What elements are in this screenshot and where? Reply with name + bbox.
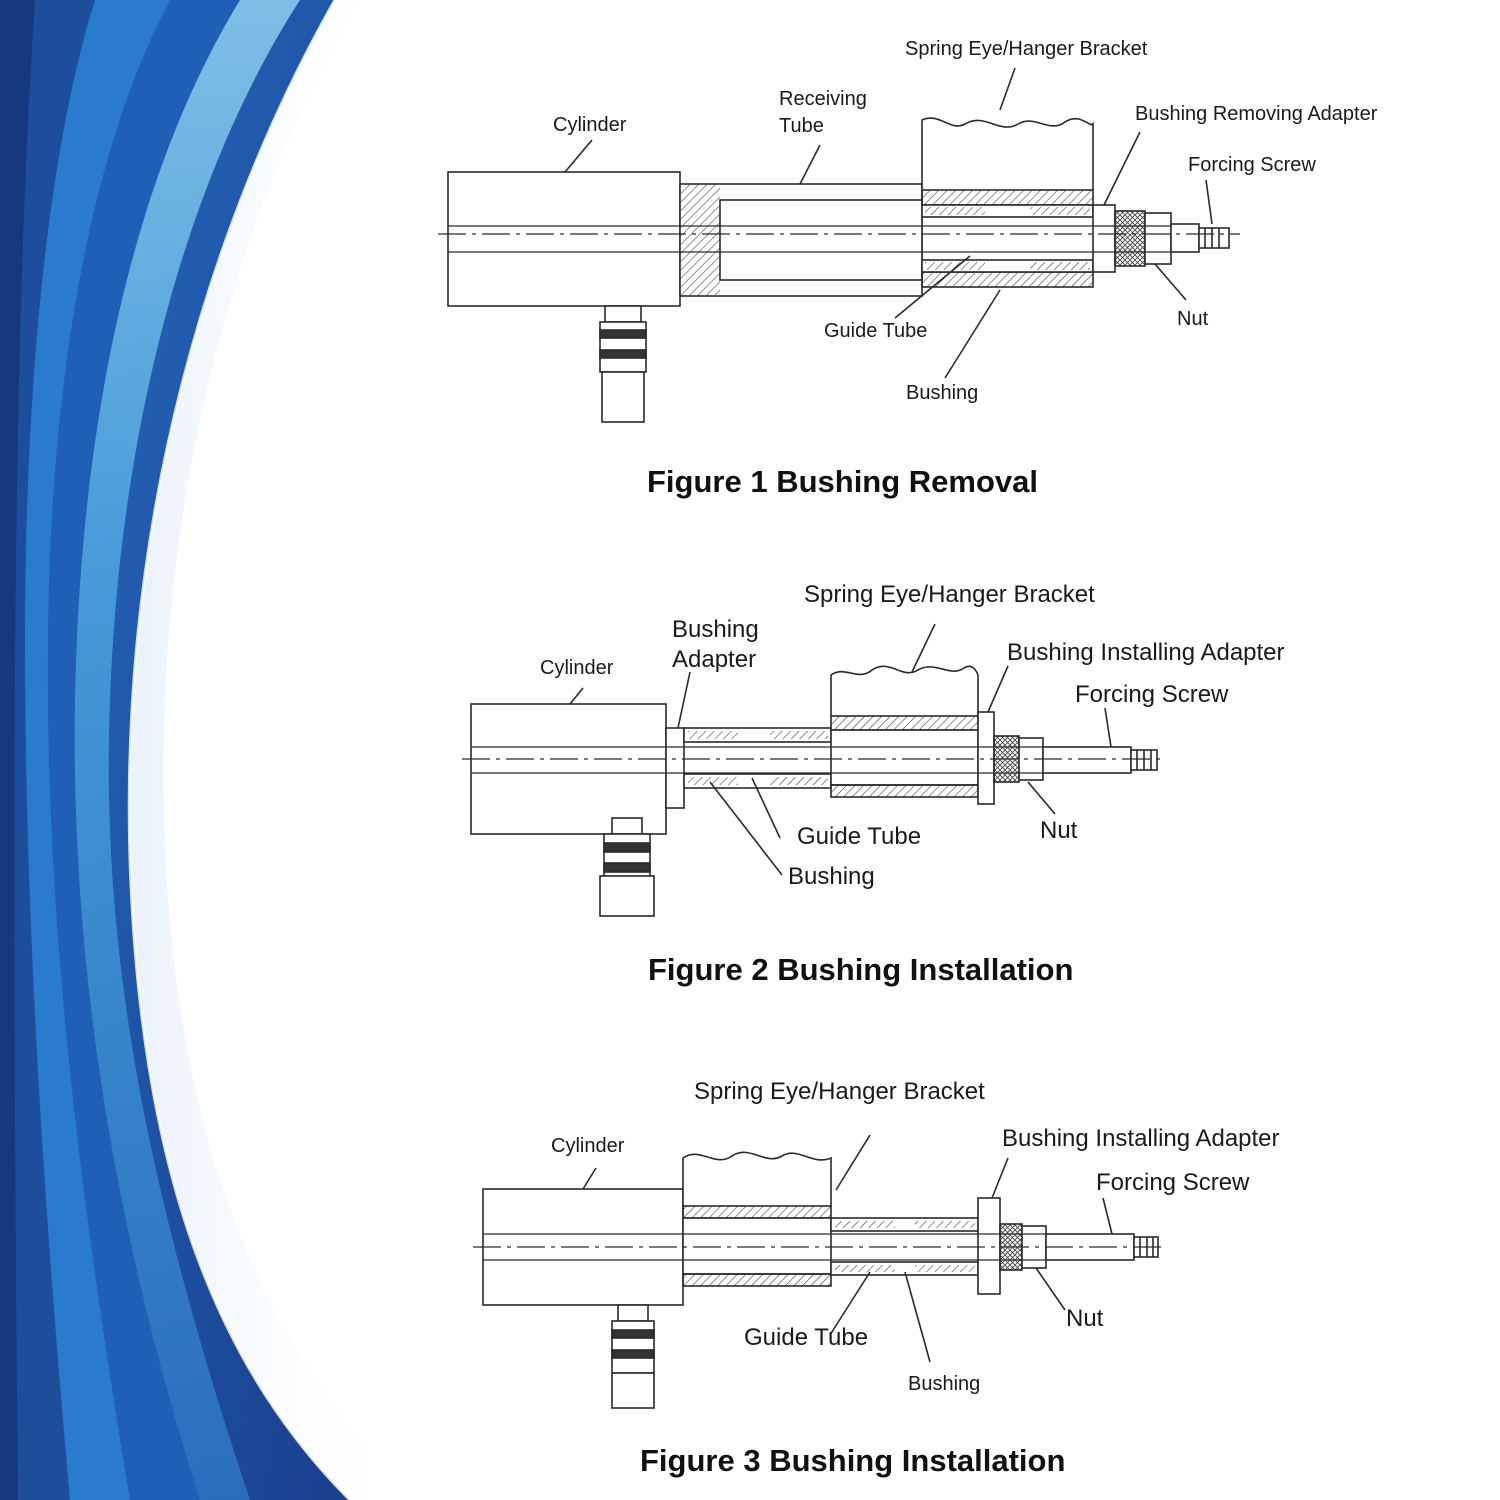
spring-eye-bracket [921, 117, 1094, 190]
label-nut: Nut [1066, 1305, 1104, 1332]
label-bushing-installing-adapter: Bushing Installing Adapter [1007, 639, 1285, 666]
forcing-screw [1042, 746, 1132, 774]
label-spring-eye: Spring Eye/Hanger Bracket [694, 1078, 985, 1105]
label-guide-tube: Guide Tube [744, 1324, 869, 1351]
label-forcing-screw: Forcing Screw [1075, 681, 1229, 708]
spring-eye-bracket [830, 665, 979, 716]
label-nut: Nut [1177, 308, 1209, 330]
label-guide-tube: Guide Tube [797, 823, 922, 850]
label-receiving-tube-line2: Tube [779, 115, 824, 137]
coupler [611, 817, 643, 835]
label-spring-eye: Spring Eye/Hanger Bracket [905, 38, 1148, 60]
cylinder-body [447, 171, 681, 307]
label-bushing: Bushing [906, 382, 979, 404]
bushing-adapter [665, 727, 685, 809]
label-forcing-screw: Forcing Screw [1188, 154, 1316, 176]
label-guide-tube: Guide Tube [824, 320, 928, 342]
label-cylinder: Cylinder [551, 1135, 625, 1157]
coupler [617, 1304, 649, 1322]
figure-2-caption: Figure 2 Bushing Installation [648, 952, 1074, 987]
nut [1114, 210, 1146, 267]
figure-1-caption: Figure 1 Bushing Removal [647, 464, 1039, 499]
cylinder-body [470, 703, 667, 835]
installing-adapter [977, 1197, 1001, 1295]
label-spring-eye: Spring Eye/Hanger Bracket [804, 581, 1095, 608]
label-cylinder: Cylinder [540, 657, 614, 679]
forcing-screw [1170, 223, 1200, 253]
figure-3-drawing [473, 1134, 1166, 1409]
label-bushing-removing-adapter: Bushing Removing Adapter [1135, 103, 1378, 125]
coupler [604, 305, 642, 323]
label-bushing: Bushing [908, 1373, 981, 1395]
figure-3-bushing-installation: Cylinder Spring Eye/Hanger Bracket Bushi… [0, 1010, 1500, 1500]
label-bushing-adapter-line1: Bushing [672, 616, 759, 643]
figure-1-drawing [438, 67, 1240, 423]
spring-eye-bracket [682, 1151, 832, 1206]
label-nut: Nut [1040, 817, 1078, 844]
label-forcing-screw: Forcing Screw [1096, 1169, 1250, 1196]
label-bushing: Bushing [788, 863, 875, 890]
label-bushing-adapter-line2: Adapter [672, 646, 757, 673]
label-receiving-tube-line1: Receiving [779, 88, 867, 110]
figure-2-drawing [462, 623, 1160, 917]
label-bushing-installing-adapter: Bushing Installing Adapter [1002, 1125, 1280, 1152]
figure-1-bushing-removal: Cylinder Receiving Tube Spring Eye/Hange… [0, 0, 1500, 520]
label-cylinder: Cylinder [553, 114, 627, 136]
figure-2-bushing-installation: Cylinder Bushing Adapter Spring Eye/Hang… [0, 520, 1500, 1010]
removing-adapter [1092, 204, 1116, 273]
figure-3-caption: Figure 3 Bushing Installation [640, 1443, 1066, 1478]
installing-adapter [977, 711, 995, 805]
